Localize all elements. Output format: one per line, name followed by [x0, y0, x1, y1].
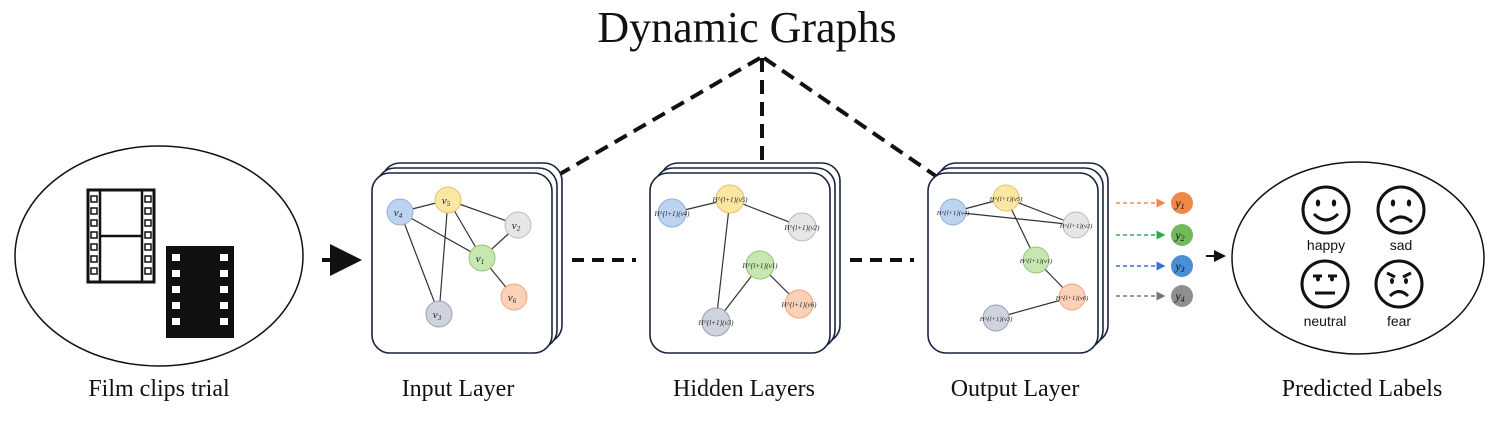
output-label-y4: y4	[1174, 289, 1184, 304]
caption-predicted-labels: Predicted Labels	[1281, 376, 1443, 402]
node-label-v1: v1	[476, 253, 484, 266]
hidden-node-label: H^{l+1}(v5)	[711, 196, 748, 204]
output-node-label: H^{l+1}(v1)	[1019, 258, 1053, 265]
output-node-label: H^{l+1}(v4)	[936, 210, 970, 217]
output-label-y1: y1	[1174, 196, 1184, 211]
hidden-layer-stack: H^{l+1}(v4) H^{l+1}(v5) H^{l+1}(v2) H^{l…	[649, 162, 841, 354]
neutral-face-icon	[1300, 259, 1350, 309]
caption-output-layer: Output Layer	[950, 376, 1080, 402]
output-y4	[1171, 285, 1193, 307]
output-node-label: H^{l+1}(v6)	[1055, 295, 1089, 302]
output-node-label: H^{l+1}(v3)	[979, 316, 1013, 323]
output-node-label: H^{l+1}(v2)	[1059, 223, 1093, 230]
node-label-v3: v3	[433, 309, 442, 322]
node-label-v5: v5	[442, 195, 451, 208]
node-v4	[386, 198, 414, 226]
caption-input-layer: Input Layer	[401, 376, 515, 402]
film-strip-icon	[86, 188, 234, 338]
film-clips-stage	[14, 145, 304, 367]
sad-face-icon	[1376, 185, 1426, 235]
node-v3	[425, 300, 453, 328]
predicted-labels-stage: happy sad neutral fear	[1231, 161, 1485, 355]
output-y3	[1171, 255, 1193, 277]
node-v6	[500, 283, 528, 311]
hidden-node-label: H^{l+1}(v6)	[780, 301, 817, 309]
node-label-v4: v4	[394, 207, 403, 220]
caption-hidden-layers: Hidden Layers	[673, 376, 815, 402]
output-predictions: y1 y2 y3 y4	[1116, 192, 1193, 307]
node-v5	[434, 186, 462, 214]
fear-face-icon	[1374, 259, 1424, 309]
output-y1	[1171, 192, 1193, 214]
hidden-node-label: H^{l+1}(v4)	[653, 210, 690, 218]
node-label-v6: v6	[508, 292, 517, 305]
emotion-label-neutral: neutral	[1304, 313, 1347, 329]
emotion-label-sad: sad	[1390, 237, 1413, 253]
output-node-label: H^{l+1}(v5)	[989, 196, 1023, 203]
output-label-y2: y2	[1174, 228, 1184, 243]
node-label-v2: v2	[512, 220, 521, 233]
emotion-label-fear: fear	[1387, 313, 1411, 329]
output-layer-stack: H^{l+1}(v4) H^{l+1}(v5) H^{l+1}(v2) H^{l…	[927, 162, 1109, 354]
hidden-node-label: H^{l+1}(v3)	[697, 319, 734, 327]
input-layer-stack: v4 v5 v2 v1 v6 v3	[371, 162, 563, 354]
diagram-title: Dynamic Graphs	[597, 3, 897, 52]
node-v2	[504, 211, 532, 239]
output-y2	[1171, 224, 1193, 246]
hidden-node-label: H^{l+1}(v2)	[783, 224, 820, 232]
node-v1	[468, 244, 496, 272]
output-label-y3: y3	[1174, 259, 1184, 274]
emotion-label-happy: happy	[1307, 237, 1345, 253]
input-graph-nodes: v4 v5 v2 v1 v6 v3	[386, 186, 532, 328]
caption-film-clips: Film clips trial	[88, 376, 230, 402]
happy-face-icon	[1301, 185, 1351, 235]
hidden-node-label: H^{l+1}(v1)	[741, 262, 778, 270]
